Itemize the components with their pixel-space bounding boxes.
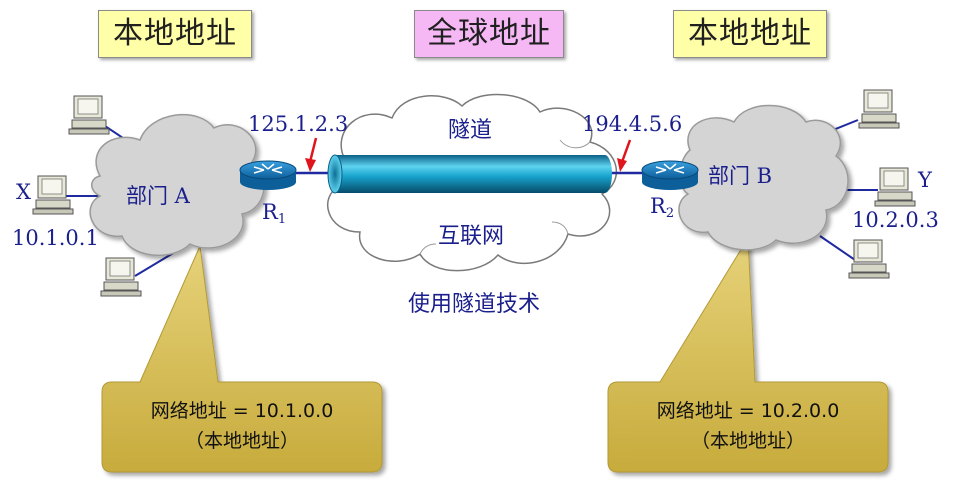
computer-icon	[68, 95, 110, 135]
router1-label: R1	[262, 200, 286, 227]
host-y-ip: 10.2.0.3	[852, 208, 939, 232]
callout-left-text: 网络地址 = 10.1.0.0 （本地地址）	[104, 396, 380, 456]
host-y-label: Y	[918, 168, 932, 192]
router-icon	[641, 160, 699, 190]
router2-label: R2	[650, 194, 674, 221]
callout-left-line2: （本地地址）	[184, 430, 299, 452]
cloud-a-label: 部门 A	[126, 184, 190, 208]
tunnel-pipe	[327, 154, 612, 194]
callout-right	[607, 236, 889, 473]
internet-label: 互联网	[438, 224, 505, 249]
host-x-label: X	[16, 180, 31, 204]
router2-subscript: 2	[665, 206, 675, 221]
arrow-icon	[617, 139, 632, 172]
header-global: 全球地址	[414, 10, 564, 58]
computer-icon	[848, 239, 890, 279]
arrow-icon	[305, 137, 318, 172]
cloud-a	[89, 114, 265, 257]
router1-subscript: 1	[277, 212, 287, 227]
router2-ip: 194.4.5.6	[582, 112, 683, 136]
computer-icon	[874, 167, 916, 207]
router1-ip: 125.1.2.3	[248, 112, 349, 136]
computer-icon	[858, 89, 900, 129]
host-x-ip: 10.1.0.1	[12, 226, 99, 250]
computer-icon	[100, 257, 142, 297]
callout-right-line1: 网络地址 = 10.2.0.0	[656, 400, 840, 422]
header-local-right: 本地地址	[673, 10, 827, 58]
router2-letter: R	[650, 194, 666, 218]
callout-right-text: 网络地址 = 10.2.0.0 （本地地址）	[610, 396, 886, 456]
router-icon	[239, 160, 297, 190]
callout-left	[101, 244, 383, 473]
callout-right-line2: （本地地址）	[690, 430, 805, 452]
tunnel-label: 隧道	[448, 118, 493, 143]
header-local-left: 本地地址	[98, 10, 252, 58]
cloud-b-label: 部门 B	[708, 164, 773, 188]
callout-left-line1: 网络地址 = 10.1.0.0	[150, 400, 334, 422]
cloud-b	[678, 104, 849, 251]
tunnel-caption: 使用隧道技术	[408, 292, 541, 317]
router1-letter: R	[262, 200, 278, 224]
